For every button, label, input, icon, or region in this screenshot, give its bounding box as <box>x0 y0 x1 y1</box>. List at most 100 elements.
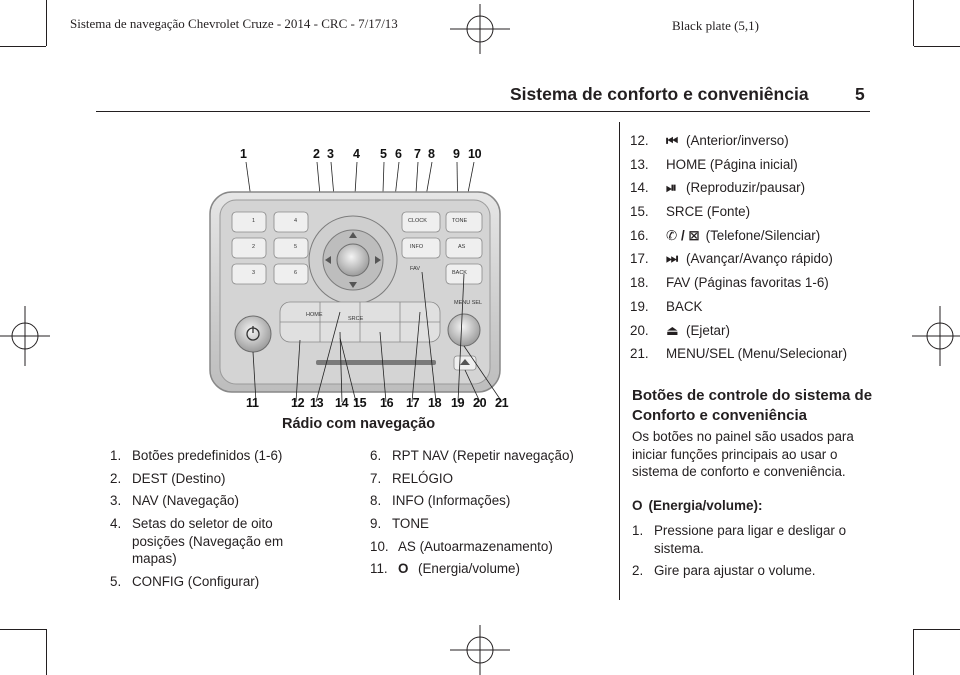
preset-2-label: 2 <box>252 244 256 250</box>
section-title: Sistema de conforto e conveniência <box>510 84 809 104</box>
callout-20: 20 <box>473 396 487 410</box>
item-number: 2. <box>632 563 644 579</box>
column-divider <box>619 122 620 600</box>
preset-4-label: 4 <box>294 218 298 224</box>
previous-icon: ⏮ <box>666 133 679 148</box>
item-text: Pressione para ligar e desligar o sistem… <box>654 523 847 556</box>
item-number: 1. <box>632 523 644 538</box>
crop-mark <box>0 629 46 630</box>
list-item: 21.MENU/SEL (Menu/Selecionar) <box>630 345 890 363</box>
item-text: MENU/SEL (Menu/Selecionar) <box>666 346 848 362</box>
item-number: 3. <box>110 493 122 509</box>
list-item: 17.⏭(Avançar/Avanço rápido) <box>630 250 890 268</box>
item-number: 10. <box>370 538 389 554</box>
controls-intro: Os botões no painel são usados para inic… <box>632 429 854 480</box>
item-text: Gire para ajustar o volume. <box>654 563 816 579</box>
item-text: (Avançar/Avanço rápido) <box>686 251 833 267</box>
item-number: 6. <box>370 448 382 463</box>
callout-11: 11 <box>246 396 259 410</box>
list-item: 7. RELÓGIO <box>370 470 610 488</box>
crop-mark <box>46 0 47 46</box>
list-item: 1.Botões predefinidos (1-6) <box>110 447 315 465</box>
list-item: 12. ⏮ (Anterior/inverso) <box>630 132 890 150</box>
preset-1-label: 1 <box>252 218 256 224</box>
item-number: 16. <box>630 227 649 243</box>
list-item: 19. BACK <box>630 298 890 316</box>
item-text: BACK <box>666 298 703 314</box>
item-text: (Telefone/Silenciar) <box>705 227 821 243</box>
power-steps-list: 1. Pressione para ligar e desligar o sist… <box>632 522 882 585</box>
callout-8: 8 <box>428 147 435 161</box>
callout-3: 3 <box>327 147 334 161</box>
list-item: 14.⏯(Reproduzir/pausar) <box>630 179 890 197</box>
callout-16: 16 <box>380 396 394 410</box>
plate-label: Black plate (5,1) <box>672 18 759 33</box>
item-text: CONFIG (Configurar) <box>132 574 260 590</box>
item-number: 8. <box>370 493 382 509</box>
crop-mark <box>914 629 960 630</box>
radio-panel-illustration <box>209 162 503 402</box>
registration-mark-right <box>912 306 960 366</box>
item-text: (Ejetar) <box>686 322 730 338</box>
list-item: 13. HOME (Página inicial) <box>630 156 890 174</box>
list-item: 18. FAV (Páginas favoritas 1-6) <box>630 274 890 292</box>
play-pause-icon: ⏯ <box>666 180 677 196</box>
item-text: (Anterior/inverso) <box>686 133 789 148</box>
list-item: 11.O(Energia/volume) <box>370 560 610 578</box>
item-number: 11. <box>370 561 388 577</box>
item-text: (Energia/volume) <box>418 561 520 577</box>
item-number: 2. <box>110 470 122 486</box>
list-item: 6.RPT NAV (Repetir navegação) <box>370 447 610 465</box>
list-item: 4.Setas do seletor de oito posições (Nav… <box>110 515 315 568</box>
registration-mark-left <box>0 306 50 366</box>
item-number: 7. <box>370 470 382 486</box>
item-number: 19. <box>630 298 649 314</box>
list-item: 9. TONE <box>370 515 610 533</box>
callout-13: 13 <box>310 396 324 410</box>
crop-mark <box>46 629 47 675</box>
item-number: 9. <box>370 516 382 532</box>
crop-mark <box>913 629 914 675</box>
back-label: BACK <box>452 270 467 276</box>
list-item: 2. Gire para ajustar o volume. <box>632 562 882 580</box>
preset-3-label: 3 <box>252 270 256 276</box>
item-text: NAV (Navegação) <box>132 493 239 509</box>
item-number: 13. <box>630 156 649 172</box>
power-subheading: O(Energia/volume): <box>632 498 763 513</box>
item-text: HOME (Página inicial) <box>666 156 798 172</box>
item-number: 14. <box>630 180 649 196</box>
callout-21: 21 <box>495 396 509 410</box>
callout-18: 18 <box>428 396 442 410</box>
item-text: SRCE (Fonte) <box>666 204 751 220</box>
crop-mark <box>914 46 960 47</box>
item-number: 20. <box>630 322 649 338</box>
as-label: AS <box>458 244 466 250</box>
item-text: FAV (Páginas favoritas 1-6) <box>666 275 829 291</box>
item-text: RELÓGIO <box>392 470 454 486</box>
list-item: 1. Pressione para ligar e desligar o sist… <box>632 522 882 557</box>
left-legend-list: 1.Botões predefinidos (1-6) 2.DEST (Dest… <box>110 447 315 596</box>
crop-mark <box>0 46 46 47</box>
item-number: 1. <box>110 448 122 463</box>
callout-1: 1 <box>240 147 247 161</box>
figure-caption: Rádio com navegação <box>282 416 436 432</box>
registration-mark-bottom <box>450 625 510 675</box>
preset-5-label: 5 <box>294 244 298 250</box>
item-text: INFO (Informações) <box>392 493 511 509</box>
phone-mute-icon: ✆ / ⊠ <box>666 227 700 243</box>
item-text: TONE <box>392 516 429 532</box>
controls-heading: Botões de controle do sistema de Confort… <box>632 387 873 424</box>
callout-9: 9 <box>453 147 460 161</box>
fav-label: FAV <box>410 266 420 272</box>
list-item: 16. ✆ / ⊠ (Telefone/Silenciar) <box>630 227 890 245</box>
list-item: 10.AS (Autoarmazenamento) <box>370 538 610 556</box>
list-item: 20.⏏(Ejetar) <box>630 322 890 340</box>
callout-10: 10 <box>468 147 482 161</box>
item-number: 12. <box>630 133 649 148</box>
info-label: INFO <box>410 244 424 250</box>
callout-7: 7 <box>414 147 421 161</box>
power-icon: O <box>632 498 643 513</box>
item-number: 18. <box>630 275 649 291</box>
callout-5: 5 <box>380 147 387 161</box>
registration-mark-top <box>450 4 510 54</box>
